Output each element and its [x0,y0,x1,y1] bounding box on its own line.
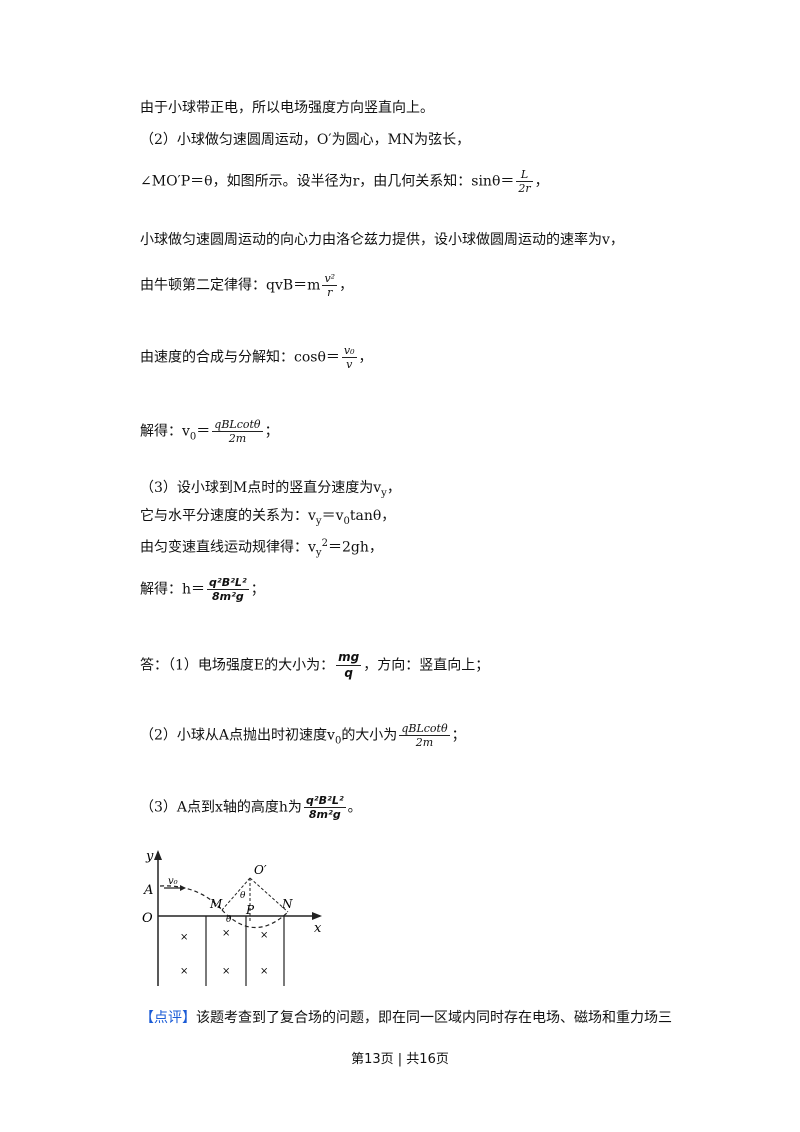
text-line-2: （2）小球做匀速圆周运动，O′为圆心，MN为弦长， [140,132,471,148]
field-cross: × [222,966,230,977]
comment-line: 【点评】该题考查到了复合场的问题，即在同一区域内同时存在电场、磁场和重力场三 [140,1008,672,1028]
comment-text: 该题考查到了复合场的问题，即在同一区域内同时存在电场、磁场和重力场三 [196,1010,672,1026]
label-O: O [142,911,153,926]
label-y: y [145,849,154,864]
page-footer: 第13页 | 共16页 [351,1052,449,1067]
text-line-9: 它与水平分速度的关系为：vy＝v0tanθ， [140,508,396,527]
label-M: M [209,897,223,911]
x-axis-arrow [312,912,322,920]
label-A: A [143,883,153,898]
text-line-10: 由匀变速直线运动规律得：vy2＝2gh， [140,538,383,559]
field-cross: × [222,928,230,939]
label-x: x [314,921,322,936]
label-N: N [281,897,293,911]
text-line-1: 由于小球带正电，所以电场强度方向竖直向上。 [140,100,434,116]
label-v0: v₀ [168,876,178,887]
comment-tag: 【点评】 [140,1010,196,1026]
label-O-prime: O′ [254,863,267,877]
field-cross: × [180,966,188,977]
field-cross: × [260,930,268,941]
text-line-8: （3）设小球到M点时的竖直分速度为vy， [140,480,401,499]
y-axis-arrow [154,850,162,860]
v0-arrowhead [180,885,186,891]
label-theta-bottom: θ [226,915,232,925]
circular-arc [221,909,289,929]
radius-ON [249,877,289,913]
label-theta-top: θ [240,891,246,901]
label-P: P [245,903,255,917]
field-cross: × [260,966,268,977]
physics-diagram: y x O A v₀ M P N O′ θ θ × × × × × × [142,849,322,986]
field-cross: × [180,932,188,943]
text-line-4: 小球做匀速圆周运动的向心力由洛仑兹力提供，设小球做圆周运动的速率为v， [140,232,624,248]
radius-OM [221,877,251,911]
parabolic-path [159,885,223,911]
